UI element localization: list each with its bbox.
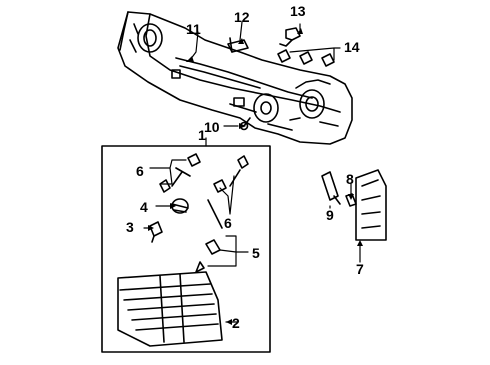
callout-10: 10 [204,119,220,135]
callout-5: 5 [252,245,260,261]
clip-14 [277,49,335,67]
bulb-6-group-center [207,155,249,229]
headlamp-lens-2 [117,271,223,347]
bracket-12 [227,37,249,53]
retainer-13 [279,27,301,47]
callout-11: 11 [186,21,201,37]
socket-9 [321,171,341,205]
callout-6-left: 6 [136,163,144,179]
callout-4: 4 [140,199,148,215]
radiator-support-panel [117,11,353,145]
side-marker-lamp-7 [355,169,387,241]
bulb-socket-5 [195,239,221,273]
callout-13: 13 [290,3,306,19]
callout-7: 7 [356,261,364,277]
bulb-socket-3 [149,221,163,243]
bulb-6-group-left [159,153,201,193]
callout-2: 2 [232,315,240,331]
callout-labels: 11 12 13 14 10 1 6 4 3 6 5 2 9 8 7 [126,3,364,331]
callout-12: 12 [234,9,250,25]
callout-3: 3 [126,219,134,235]
callout-8: 8 [346,171,354,187]
callout-9: 9 [326,207,334,223]
callout-14: 14 [344,39,360,55]
headlamp-assembly-frame [101,145,271,353]
leader-lines [143,21,361,323]
callout-6-center: 6 [224,215,232,231]
callout-1: 1 [198,127,206,143]
leader-arrowheads [148,28,363,325]
